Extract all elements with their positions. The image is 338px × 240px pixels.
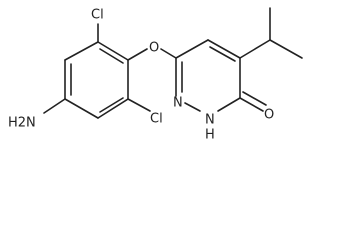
bond-c3-o-double-a [239,97,264,112]
bond-ring1-top-topleft [64,41,99,61]
bond-ring2-c5-c4 [207,39,241,59]
bond-ring1-bottom-bottomright [97,98,129,119]
bond-lines [43,7,303,119]
bond-o-c-pyridazine [160,48,177,59]
atom-label-n-ring-2: N [205,113,215,128]
atom-label-n-ring-1: N [173,96,183,111]
bond-ch-ch3-right [269,39,303,59]
bond-c-cl-bottom [127,98,151,112]
bond-ring1-bottomleft-bottom [64,98,99,119]
atom-label-o-ether: O [149,41,159,56]
bond-c-o-ether [127,48,148,61]
atom-label-amine: H2N [8,116,36,131]
atom-labels: Cl Cl O H2N N N H O [8,8,274,143]
atom-label-nh-hydrogen: H [205,128,215,143]
chemical-structure: Cl Cl O H2N N N H O [8,7,303,143]
atom-label-cl-top: Cl [91,8,104,23]
bond-ring2-double-c5c4 [209,46,236,62]
bond-ring2-c3-n2 [217,97,241,112]
bond-c3-o-double-b [242,91,267,106]
atom-label-cl-bottom: Cl [150,112,163,127]
bond-ring1-double-b [99,97,124,113]
atom-label-o-carbonyl: O [264,108,274,123]
bond-c4-ch [239,39,271,59]
bond-ring1-double-c [99,48,124,64]
bond-ring2-c6-c5 [175,39,209,59]
bond-c-nh2 [43,98,66,114]
bond-ring1-topright-top [97,41,129,61]
bond-ring2-n2-n1 [184,102,201,112]
